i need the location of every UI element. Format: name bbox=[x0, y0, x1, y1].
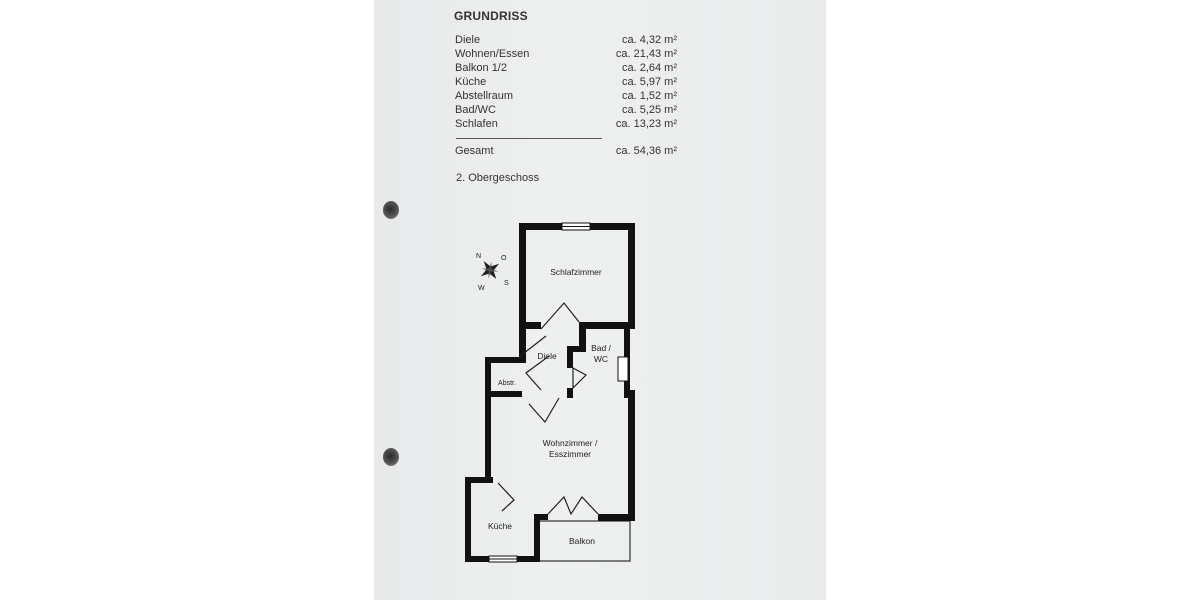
room-name: Balkon 1/2 bbox=[455, 62, 507, 74]
total-row: Gesamt ca. 54,36 m² bbox=[455, 144, 677, 158]
room-label-kueche: Küche bbox=[488, 521, 512, 531]
room-row: Küche ca. 5,97 m² bbox=[455, 75, 677, 89]
room-row: Wohnen/Essen ca. 21,43 m² bbox=[455, 47, 677, 61]
compass-s: S bbox=[504, 280, 509, 287]
room-label-wohnzimmer-line2: Esszimmer bbox=[549, 449, 591, 459]
compass-icon bbox=[480, 260, 500, 280]
room-area: ca. 5,25 m² bbox=[621, 104, 677, 116]
room-label-bad-line2: WC bbox=[594, 354, 608, 364]
room-label-abstr: Abstr. bbox=[498, 380, 516, 387]
room-area: ca. 5,97 m² bbox=[621, 76, 677, 88]
total-area: ca. 54,36 m² bbox=[615, 145, 677, 157]
room-row: Bad/WC ca. 5,25 m² bbox=[455, 103, 677, 117]
room-row: Balkon 1/2 ca. 2,64 m² bbox=[455, 61, 677, 75]
doors bbox=[497, 302, 599, 516]
room-area-table: Diele ca. 4,32 m² Wohnen/Essen ca. 21,43 m… bbox=[455, 33, 677, 131]
room-name: Wohnen/Essen bbox=[455, 48, 530, 60]
room-row: Schlafen ca. 13,23 m² bbox=[455, 117, 677, 131]
room-label-balkon: Balkon bbox=[569, 536, 595, 546]
room-name: Schlafen bbox=[455, 118, 498, 130]
room-name: Diele bbox=[455, 34, 481, 46]
room-name: Küche bbox=[455, 76, 487, 88]
compass-o: O bbox=[501, 255, 507, 262]
room-row: Abstellraum ca. 1,52 m² bbox=[455, 89, 677, 103]
room-area: ca. 2,64 m² bbox=[621, 62, 677, 74]
punch-hole-top bbox=[383, 201, 399, 219]
room-label-diele: Diele bbox=[537, 351, 557, 361]
room-area: ca. 4,32 m² bbox=[621, 34, 677, 46]
punch-hole-bottom bbox=[383, 448, 399, 466]
compass-w: W bbox=[478, 285, 485, 292]
page-title: GRUNDRISS bbox=[454, 9, 528, 23]
compass-n: N bbox=[476, 253, 481, 260]
room-area: ca. 13,23 m² bbox=[615, 118, 677, 130]
room-name: Abstellraum bbox=[455, 90, 514, 102]
room-area: ca. 21,43 m² bbox=[615, 48, 677, 60]
room-area: ca. 1,52 m² bbox=[621, 90, 677, 102]
room-label-bad-line1: Bad / bbox=[591, 343, 611, 353]
floor-label: 2. Obergeschoss bbox=[456, 172, 540, 184]
floor-plan: N O S W bbox=[465, 222, 635, 563]
total-divider bbox=[456, 138, 602, 139]
room-name: Bad/WC bbox=[455, 104, 496, 116]
paper-sheet bbox=[374, 0, 826, 600]
windows bbox=[488, 222, 629, 563]
room-label-schlafzimmer: Schlafzimmer bbox=[550, 267, 602, 277]
room-row: Diele ca. 4,32 m² bbox=[455, 33, 677, 47]
room-label-wohnzimmer-line1: Wohnzimmer / bbox=[543, 438, 598, 448]
total-label: Gesamt bbox=[455, 145, 494, 157]
